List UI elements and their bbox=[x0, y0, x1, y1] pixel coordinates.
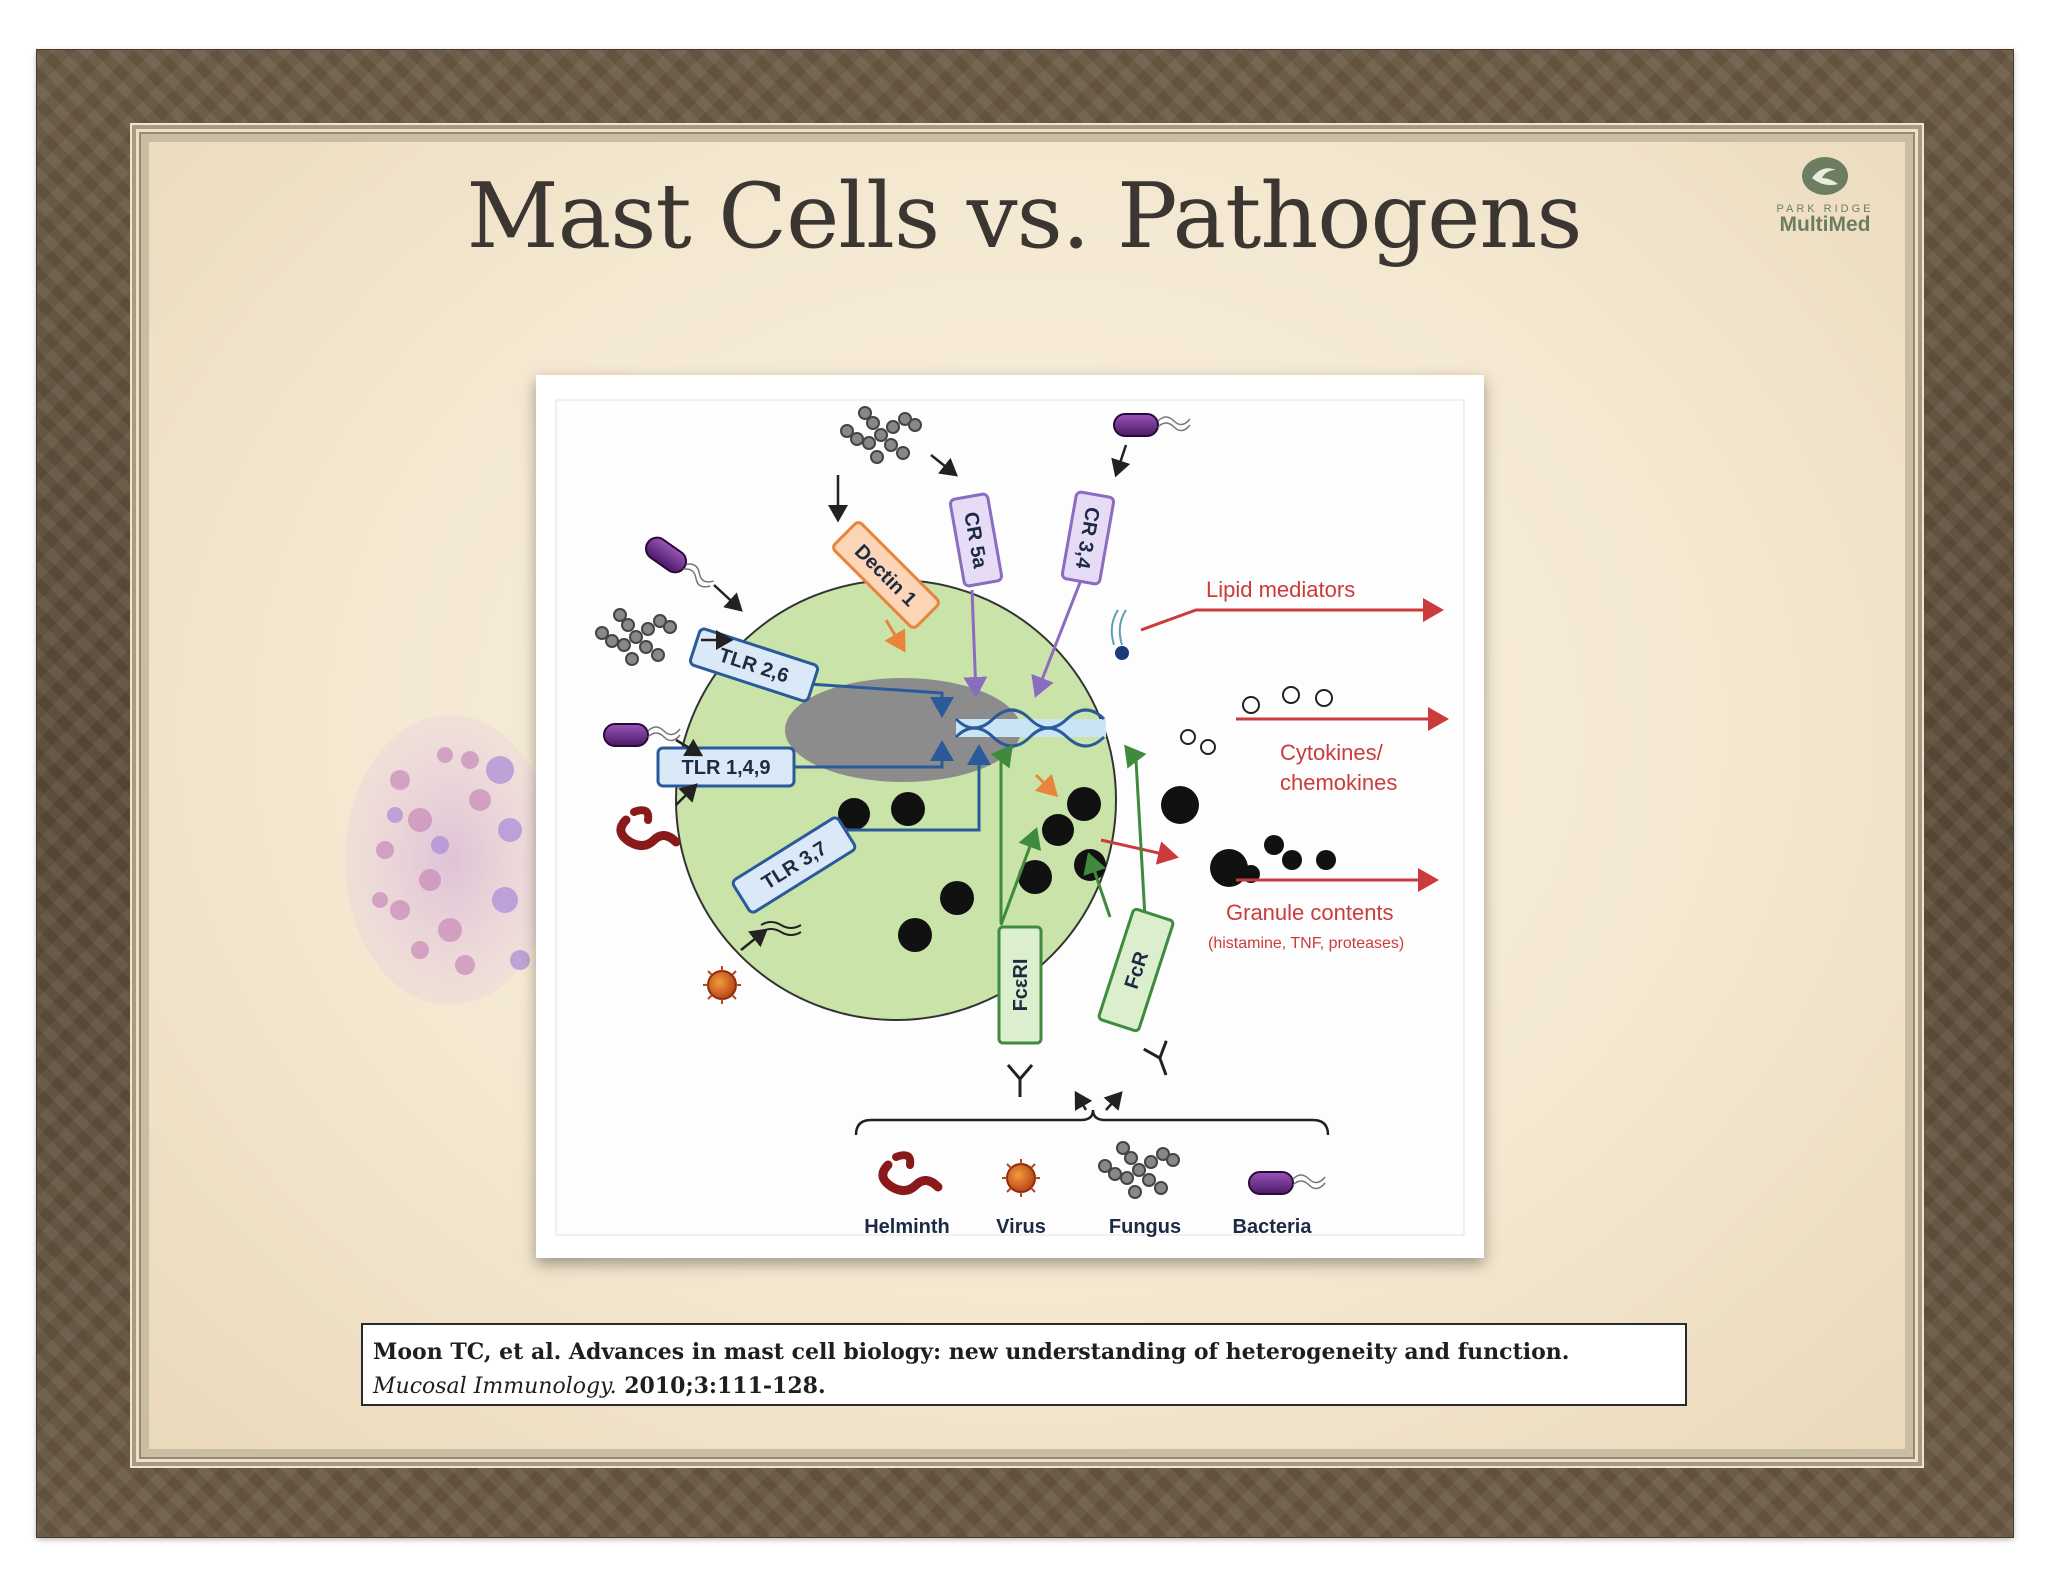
receptor-cr5a: CR 5a bbox=[948, 492, 1004, 588]
logo-small-text: PARK RIDGE bbox=[1776, 203, 1874, 215]
output-arrows bbox=[1034, 598, 1449, 892]
tlr149-label: TLR 1,4,9 bbox=[682, 757, 771, 779]
citation-details: 2010;3:111-128. bbox=[616, 1373, 826, 1399]
secretion-vesicles bbox=[1180, 686, 1333, 755]
legend-fungus: Fungus bbox=[1109, 1216, 1181, 1238]
citation-line-2: Mucosal Immunology. 2010;3:111-128. bbox=[373, 1369, 1675, 1404]
citation-line-1: Moon TC, et al. Advances in mast cell bi… bbox=[373, 1339, 1570, 1365]
lipid-mediators-label: Lipid mediators bbox=[1206, 577, 1355, 602]
cytokines-label-1: Cytokines/ bbox=[1280, 740, 1384, 765]
citation-box: Moon TC, et al. Advances in mast cell bi… bbox=[361, 1323, 1687, 1406]
nucleus bbox=[785, 678, 1021, 782]
virus-icon bbox=[702, 965, 742, 1005]
park-ridge-logo: PARK RIDGE MultiMed bbox=[1755, 156, 1895, 235]
legend-virus: Virus bbox=[996, 1216, 1046, 1238]
fceri-label: FcεRI bbox=[1010, 959, 1032, 1012]
lipid-receptor bbox=[1110, 609, 1129, 660]
granule-detail-label: (histamine, TNF, proteases) bbox=[1208, 935, 1404, 952]
mast-cell-figure: Dectin 1 CR 5a CR 3,4 TLR 2,6 TLR 1,4,9 … bbox=[536, 375, 1484, 1258]
receptor-cr34: CR 3,4 bbox=[1060, 490, 1116, 586]
virus-icon bbox=[1001, 1158, 1041, 1198]
receptor-tlr149: TLR 1,4,9 bbox=[656, 746, 796, 788]
citation-journal: Mucosal Immunology. bbox=[373, 1374, 617, 1399]
cytokines-label-2: chemokines bbox=[1280, 770, 1397, 795]
legend-bacteria: Bacteria bbox=[1233, 1216, 1313, 1238]
receptor-fceri: FcεRI bbox=[997, 925, 1043, 1045]
pathogen-brace bbox=[854, 1109, 1330, 1136]
slide-title: Mast Cells vs. Pathogens bbox=[466, 164, 1582, 269]
leaf-logo-icon bbox=[1802, 157, 1848, 195]
mast-cell-diagram: Dectin 1 CR 5a CR 3,4 TLR 2,6 TLR 1,4,9 … bbox=[555, 399, 1465, 1238]
receptor-tlr37: TLR 3,7 bbox=[731, 816, 857, 914]
receptor-fcr: FcR bbox=[1097, 907, 1175, 1033]
logo-brand: MultiMed bbox=[1779, 213, 1871, 236]
granules bbox=[838, 786, 1336, 952]
dna-helix-icon bbox=[954, 708, 1106, 748]
legend-helminth: Helminth bbox=[864, 1216, 950, 1238]
granule-contents-label: Granule contents bbox=[1226, 900, 1394, 925]
